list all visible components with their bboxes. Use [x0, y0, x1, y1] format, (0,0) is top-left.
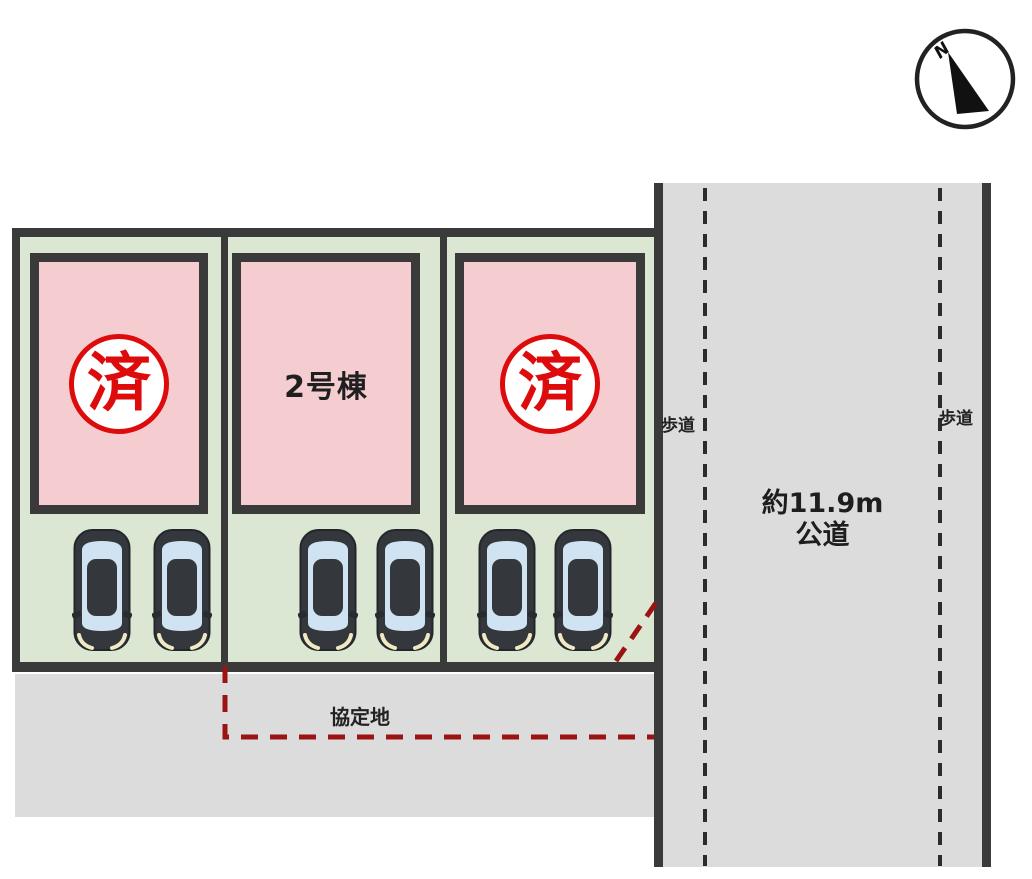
road-surface [654, 183, 991, 867]
compass: N [914, 28, 1016, 130]
car-icon [375, 528, 435, 652]
lot-divider-1 [221, 228, 228, 672]
car-icon [477, 528, 537, 652]
car-icon [298, 528, 358, 652]
building-3: 済 [455, 253, 645, 514]
agreement-area [15, 674, 654, 817]
car-icon [72, 528, 132, 652]
agreement-label: 協定地 [330, 705, 390, 729]
road-type-label: 公道 [795, 519, 850, 551]
car-icon [553, 528, 613, 652]
sold-stamp-2: 済 [500, 333, 600, 434]
sidewalk-label-right: 歩道 [939, 409, 973, 429]
building-2-label: 2号棟 [284, 369, 368, 405]
car-icon [152, 528, 212, 652]
sold-stamp-1: 済 [69, 333, 169, 434]
building-1: 済 [30, 253, 208, 514]
sidewalk-label-left: 歩道 [661, 416, 695, 436]
building-2: 2号棟 [232, 253, 420, 514]
road-width-label: 約11.9m [761, 488, 884, 519]
road-size-label: 約11.9m 公道 [705, 488, 940, 552]
lot-divider-2 [440, 228, 447, 672]
north-arrow-icon [948, 52, 989, 114]
